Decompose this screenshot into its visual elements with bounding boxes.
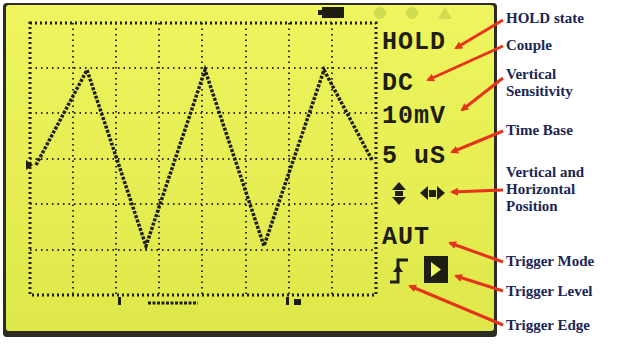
- screen-readout: 10mV: [382, 103, 446, 131]
- callout-label: Trigger Edge: [506, 317, 622, 334]
- callout-label: Trigger Level: [506, 283, 622, 300]
- callout-label: Time Base: [506, 122, 622, 139]
- callout-label: Couple: [506, 37, 622, 54]
- callout-label: Vertical Sensitivity: [506, 66, 622, 100]
- screen-readout: DC: [382, 70, 414, 98]
- screen-readout: HOLD: [382, 29, 446, 57]
- callout-label: Vertical and Horizontal Position: [506, 164, 622, 215]
- callout-label: HOLD state: [506, 10, 622, 27]
- screen-readout: 5 uS: [382, 143, 446, 171]
- callout-label: Trigger Mode: [506, 253, 622, 270]
- screen-readout: AUT: [382, 224, 430, 252]
